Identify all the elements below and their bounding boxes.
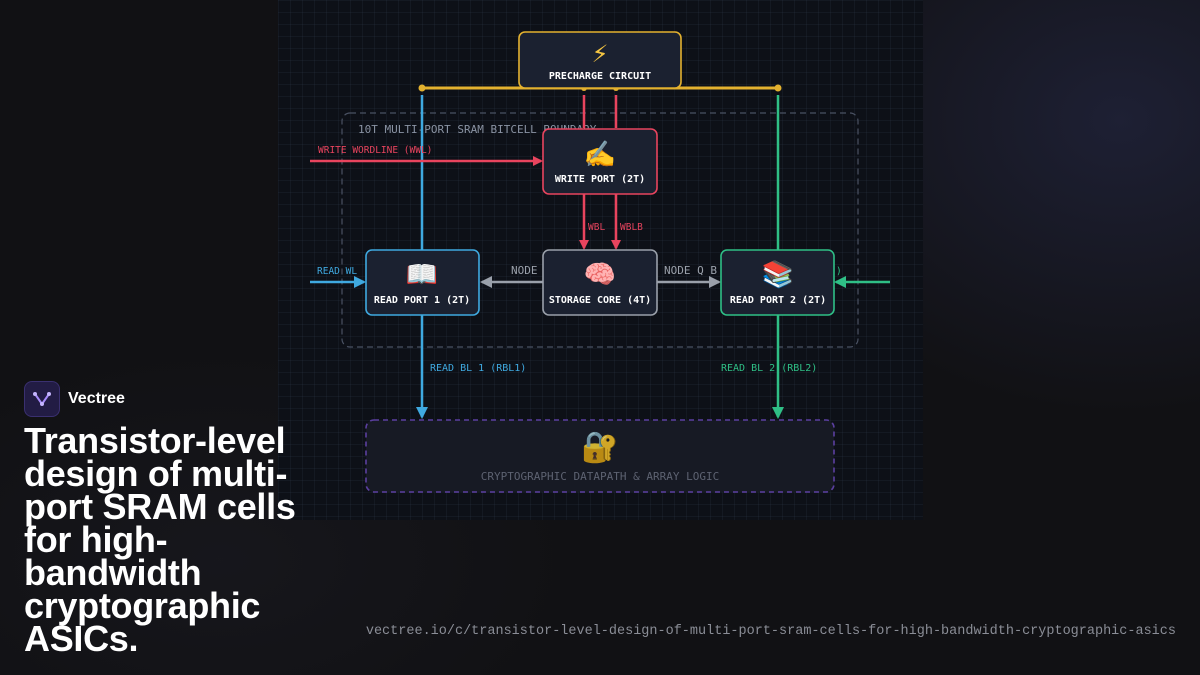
read-bl-2-label: READ BL 2 (RBL2) xyxy=(721,363,817,374)
datapath-node: 🔐 CRYPTOGRAPHIC DATAPATH & ARRAY LOGIC xyxy=(365,419,835,493)
wbl-label: WBL xyxy=(588,222,605,233)
precharge-node: ⚡ PRECHARGE CIRCUIT xyxy=(518,31,682,89)
read-port-2-label: READ PORT 2 (2T) xyxy=(730,295,826,306)
read-bl-1-label: READ BL 1 (RBL1) xyxy=(430,363,526,374)
read-port-1-label: READ PORT 1 (2T) xyxy=(374,295,470,306)
open-book-icon: 📖 xyxy=(406,260,438,290)
read-port-2-node: 📚 READ PORT 2 (2T) xyxy=(720,249,835,316)
read-wl-2-label: ) xyxy=(836,266,842,277)
writing-hand-icon: ✍️ xyxy=(584,140,616,170)
page-url[interactable]: vectree.io/c/transistor-level-design-of-… xyxy=(365,624,1176,639)
write-port-node: ✍️ WRITE PORT (2T) xyxy=(542,128,658,195)
write-wordline-label: WRITE WORDLINE (WWL) xyxy=(318,145,432,156)
write-port-label: WRITE PORT (2T) xyxy=(555,174,645,185)
read-wl-1-label: READ WL xyxy=(317,266,357,277)
brain-icon: 🧠 xyxy=(584,260,616,290)
bitcell-boundary xyxy=(341,112,859,348)
storage-core-node: 🧠 STORAGE CORE (4T) xyxy=(542,249,658,316)
precharge-label: PRECHARGE CIRCUIT xyxy=(549,71,651,82)
locked-key-icon: 🔐 xyxy=(581,430,618,465)
node-qb-label: NODE Q B xyxy=(664,264,717,277)
bus-junction-left xyxy=(418,84,426,92)
bus-junction-right xyxy=(774,84,782,92)
datapath-label: CRYPTOGRAPHIC DATAPATH & ARRAY LOGIC xyxy=(481,470,719,483)
bitcell-boundary-label: 10T MULTI-PORT SRAM BITCELL BOUNDARY xyxy=(358,123,597,136)
page-title: Transistor-level design of multi-port SR… xyxy=(24,420,296,659)
read-port-1-node: 📖 READ PORT 1 (2T) xyxy=(365,249,480,316)
node-q-label: NODE xyxy=(511,264,538,277)
lightning-icon: ⚡ xyxy=(592,40,609,68)
wblb-label: WBLB xyxy=(620,222,643,233)
brand: Vectree xyxy=(24,381,125,417)
books-icon: 📚 xyxy=(762,260,794,290)
vectree-logo-icon xyxy=(24,381,60,417)
brand-name: Vectree xyxy=(68,390,125,407)
storage-core-label: STORAGE CORE (4T) xyxy=(549,295,651,306)
